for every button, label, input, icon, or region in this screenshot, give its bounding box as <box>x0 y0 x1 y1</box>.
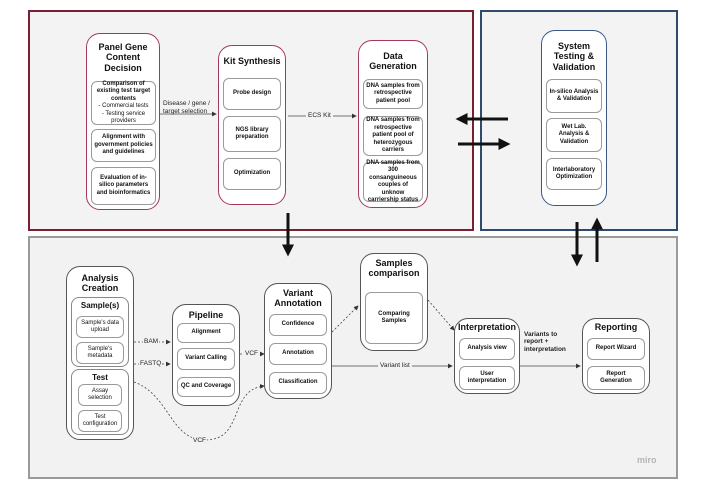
kit-synthesis-title: Kit Synthesis <box>223 56 281 66</box>
arrow-to-comparison <box>331 305 359 333</box>
edge-label-ecs-kit: ECS Kit <box>306 112 333 119</box>
sample-metadata: Sample's metadata <box>76 342 124 364</box>
pipeline-qc: QC and Coverage <box>177 377 235 397</box>
validation-item-wetlab: Wet Lab. Analysis & Validation <box>546 118 602 152</box>
data-generation-card: Data Generation DNA samples from retrosp… <box>358 40 428 208</box>
interpretation-analysis-view: Analysis view <box>459 338 515 360</box>
system-testing-title: System Testing & Validation <box>552 41 596 72</box>
panel-gene-item-3: Evaluation of in-silico parameters and b… <box>91 167 156 205</box>
system-testing-card: System Testing & Validation In-silico An… <box>541 30 607 206</box>
annotation-confidence: Confidence <box>269 314 327 336</box>
edge-label-variant-list: Variant list <box>378 362 412 369</box>
data-item-1: DNA samples from retrospective patient p… <box>363 79 423 109</box>
pipeline-alignment: Alignment <box>177 323 235 343</box>
data-item-3: DNA samples from 300 consanguineous coup… <box>363 160 423 203</box>
comparing-samples: Comparing Samples <box>365 292 423 344</box>
samples-comparison-title: Samples comparison <box>368 258 420 279</box>
validation-item-insilico: In-silico Analysis & Validation <box>546 79 602 113</box>
edge-label-disease: Disease / gene / target selection <box>163 100 210 115</box>
interpretation-title: Interpretation <box>457 322 516 332</box>
analysis-creation-card: Analysis Creation Sample(s) Sample's dat… <box>66 266 134 440</box>
kit-item-probe: Probe design <box>223 78 281 110</box>
variant-annotation-title: Variant Annotation <box>274 288 322 309</box>
kit-synthesis-card: Kit Synthesis Probe design NGS library p… <box>218 45 286 205</box>
panel-gene-item-1: Comparison of existing test target conte… <box>91 81 156 125</box>
interpretation-user: User interpretation <box>459 366 515 390</box>
panel-gene-title: Panel Gene Content Decision <box>98 42 148 73</box>
pipeline-title: Pipeline <box>188 310 224 320</box>
report-wizard: Report Wizard <box>587 338 645 360</box>
pipeline-variant-calling: Variant Calling <box>177 348 235 370</box>
panel-gene-item-2: Alignment with government policies and g… <box>91 129 156 162</box>
edge-label-fastq: FASTQ <box>139 360 163 367</box>
samples-title: Sample(s) <box>80 301 120 310</box>
annotation-classification: Classification <box>269 372 327 394</box>
sample-data-upload: Sample's data upload <box>76 316 124 338</box>
annotation-annotation: Annotation <box>269 343 327 365</box>
reporting-title: Reporting <box>594 322 638 332</box>
data-generation-title: Data Generation <box>369 51 417 72</box>
software-phase-panel <box>28 236 678 479</box>
kit-item-optimization: Optimization <box>223 158 281 190</box>
panel-gene-card: Panel Gene Content Decision Comparison o… <box>86 33 160 210</box>
validation-item-interlab: Interlaboratory Optimization <box>546 158 602 190</box>
arrow-vcf-bottom <box>133 381 265 441</box>
edge-label-variants-to-report: Variants to report + interpretation <box>524 331 566 353</box>
reporting-card: Reporting Report Wizard Report Generatio… <box>582 318 650 394</box>
edge-label-vcf-bottom: VCF <box>192 437 207 444</box>
analysis-creation-title: Analysis Creation <box>81 273 119 294</box>
report-generation: Report Generation <box>587 366 645 390</box>
panel-gene-item-1-sub: - Commercial tests - Testing service pro… <box>98 103 149 124</box>
edge-label-vcf-pipeline: VCF <box>244 350 259 357</box>
edge-label-bam: BAM <box>143 338 160 345</box>
variant-annotation-card: Variant Annotation Confidence Annotation… <box>264 283 332 399</box>
test-title: Test <box>92 373 108 382</box>
miro-watermark: miro <box>637 455 657 465</box>
data-item-2: DNA samples from retrospective patient p… <box>363 116 423 156</box>
assay-selection: Assay selection <box>78 384 122 406</box>
panel-gene-item-1-label: Comparison of existing test target conte… <box>96 80 151 102</box>
samples-group: Sample(s) Sample's data upload Sample's … <box>71 297 129 367</box>
pipeline-card: Pipeline Alignment Variant Calling QC an… <box>172 304 240 406</box>
kit-item-ngs: NGS library preparation <box>223 116 281 152</box>
interpretation-card: Interpretation Analysis view User interp… <box>454 318 520 394</box>
test-configuration: Test configuration <box>78 410 122 432</box>
samples-comparison-card: Samples comparison Comparing Samples <box>360 253 428 351</box>
test-group: Test Assay selection Test configuration <box>71 369 129 435</box>
arrow-from-comparison <box>427 299 455 331</box>
